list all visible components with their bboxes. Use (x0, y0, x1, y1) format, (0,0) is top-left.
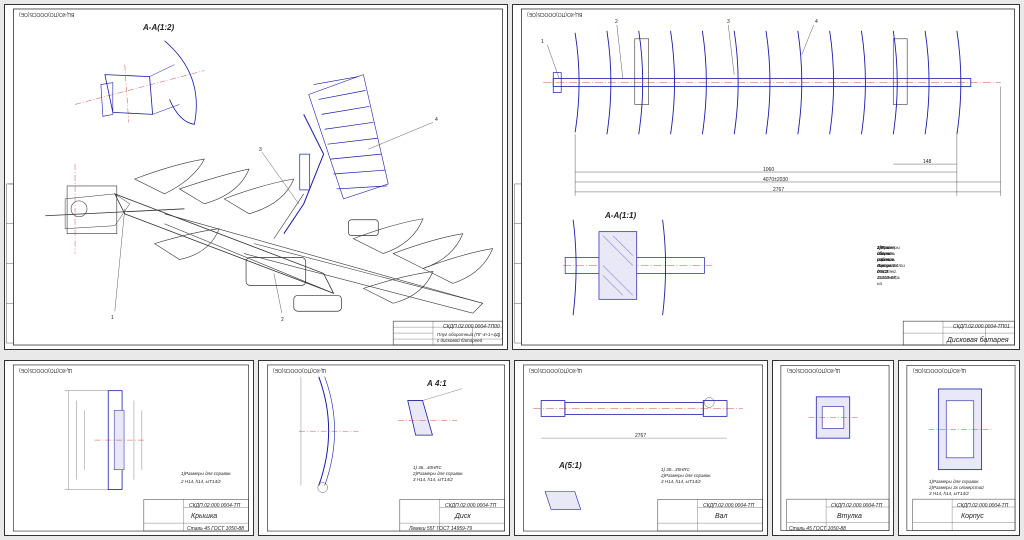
callout-3: 3 (727, 19, 730, 25)
sheet-tag: ВЦ-КО(ПО)ОООСБ(ОЕ) (527, 11, 583, 17)
part-name: Диск (455, 513, 471, 520)
section-label: А-А(1:2) (143, 23, 175, 32)
cover-drawing (12, 364, 249, 532)
note-line: 1)Размеры для справок. (929, 479, 980, 484)
section-label: А-А(1:1) (605, 211, 637, 220)
material: Сталь 45 ГОСТ 1050-88 (789, 526, 846, 532)
sheet-bushing: Щ-КО(ПО)ОООСБ(ОЕ) СКДП.02.000.0004-ТП Вт… (772, 360, 894, 536)
part-name: Корпус (961, 513, 984, 520)
sheet-tag: Щ-КО(ПО)ОООСБ(ОЕ) (529, 367, 583, 373)
sheet-disc-battery: ВЦ-КО(ПО)ОООСБ(ОЕ) А-А(1:1) 1 2 3 4 1060… (512, 4, 1020, 350)
drawing-code: СКДП.02.000.0004-ТП00 (443, 324, 500, 330)
note-line: 2)Размеры 3х отверстий (929, 485, 984, 490)
note-line: а также смазать рабочие поверхности дета… (877, 245, 905, 274)
note-line: 2)Размеры для справок. (413, 471, 464, 476)
drawing-code: СКДП.02.000.0004-ТП01 (953, 324, 1010, 330)
note-line: 2/3 объема смазки Литол-24 ГОСТ 21150-87… (877, 245, 898, 280)
bushing-drawing (780, 365, 890, 531)
part-name: Вал (715, 513, 728, 520)
dim-4070: 4070±2030 (763, 177, 788, 183)
section-label: А(5:1) (559, 461, 582, 470)
callout-2: 2 (281, 317, 284, 323)
sheet-disc: Щ-КО(ПО)ОООСБ(ОЕ) А 4:1 1) 36...40HRC 2)… (258, 360, 510, 536)
sheet-shaft: Щ-КО(ПО)ОООСБ(ОЕ) 2767 А(5:1) 1) 30...35… (514, 360, 768, 536)
callout-1: 1 (111, 315, 114, 321)
material: Лемеш 55Г ГОСТ 14959-79 (409, 526, 473, 532)
note-line: 2)Размеры для справок. (661, 473, 712, 478)
assembly-name-1: Плуг оборотный (ПГ-4+1+4Д) (437, 332, 501, 337)
sheet-tag: Щ-КО(ПО)ОООСБ(ОЕ) (19, 367, 73, 373)
part-name: Дисковая батарея (947, 337, 1009, 344)
drawing-code: СКДП.02.000.0004-ТП (445, 503, 497, 509)
callout-4: 4 (815, 19, 818, 25)
shaft-drawing (523, 364, 763, 532)
assembly-name-2: с дисковой батареей (437, 338, 483, 343)
drawing-code: СКДП.02.000.0004-ТП (703, 503, 755, 509)
note-line: 1)Размеры для справок. (877, 245, 900, 262)
note-line: 1) 30...35HRC (661, 467, 690, 472)
sheet-tag: Щ-КО(ПО)ОООСБ(ОЕ) (913, 367, 967, 373)
part-name: Крышка (191, 513, 218, 520)
sheet-tag: Щ-КО(ПО)ОООСБ(ОЕ) (273, 367, 327, 373)
sheet-general-assembly: ВЦ-КО(ПО)ОООСБ(ОЕ) А-А(1:2) 1 2 3 4 СКДП… (4, 4, 508, 350)
dim-1060: 1060 (763, 167, 775, 173)
drawing-code: СКДП.02.000.0004-ТП (957, 503, 1009, 509)
note-line: 2 H14, h14, ±IT14/2 (181, 479, 221, 484)
note-line: 1)Размеры для справок. (181, 471, 232, 476)
battery-drawing (514, 8, 1015, 346)
note-line: 3 H14, h14, ±IT14/2 (413, 477, 453, 482)
callout-1: 1 (541, 39, 544, 45)
section-label: А 4:1 (427, 379, 447, 388)
callout-4: 4 (435, 117, 438, 123)
note-line: 3 H14, h14, ±IT14/2 (661, 479, 701, 484)
housing-drawing (906, 365, 1016, 531)
note-line: 2)При сборке полость корпуса поз.2 запол… (877, 245, 901, 286)
sheet-tag: Щ-КО(ПО)ОООСБ(ОЕ) (787, 367, 841, 373)
dim-2767: 2767 (635, 433, 647, 439)
dim-148: 148 (923, 159, 932, 165)
callout-3: 3 (259, 147, 262, 153)
note-line: 1) 36...40HRC (413, 465, 442, 470)
drawing-code: СКДП.02.000.0004-ТП (189, 503, 241, 509)
sheet-housing: Щ-КО(ПО)ОООСБ(ОЕ) 1)Размеры для справок.… (898, 360, 1020, 536)
sheet-tag: ВЦ-КО(ПО)ОООСБ(ОЕ) (19, 11, 75, 17)
note-line: 3 H14, h14, ±IT14/2 (929, 491, 969, 496)
material: Сталь 45 ГОСТ 1050-88 (187, 526, 244, 532)
callout-2: 2 (615, 19, 618, 25)
sheet-cover: Щ-КО(ПО)ОООСБ(ОЕ) 1)Размеры для справок.… (4, 360, 254, 536)
part-name: Втулка (837, 513, 862, 520)
disc-drawing (266, 364, 505, 532)
dim-2767: 2767 (773, 187, 785, 193)
drawing-code: СКДП.02.000.0004-ТП (831, 503, 883, 509)
assembly-drawing (6, 8, 503, 346)
